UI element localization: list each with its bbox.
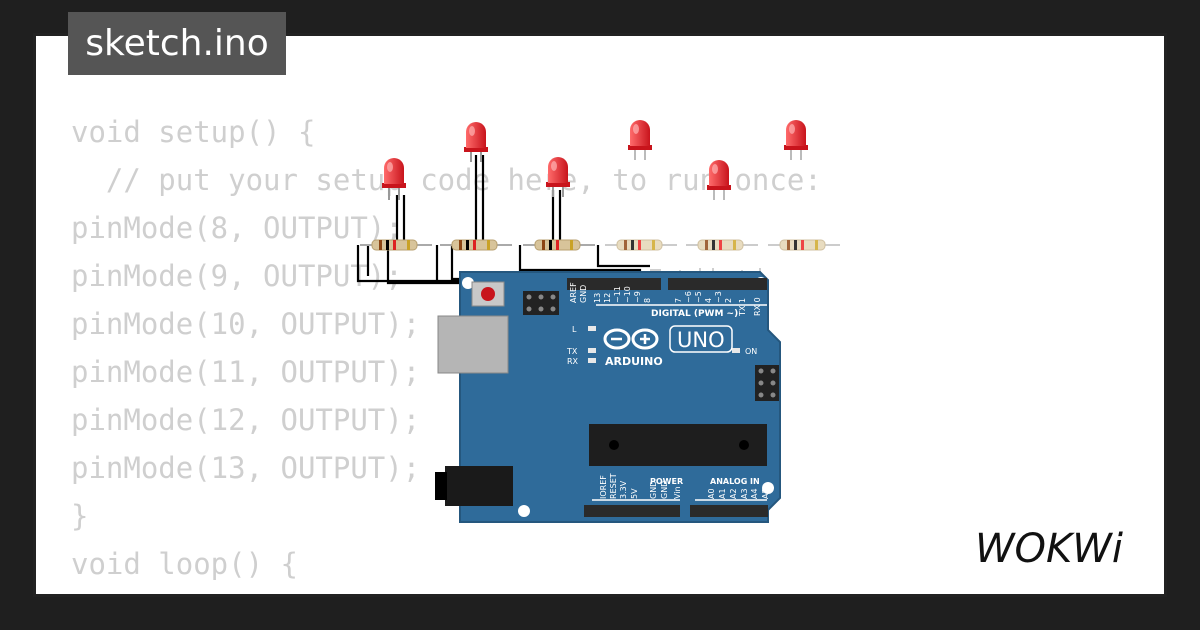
led-l-indicator: [588, 326, 596, 331]
on-label: ON: [745, 347, 757, 356]
code-line: pinMode(8, OUTPUT);: [71, 211, 403, 245]
digital-section-label: DIGITAL (PWM ~): [651, 309, 738, 319]
led-rx-indicator: [588, 358, 596, 363]
pin-label: ~11: [613, 286, 622, 303]
analog-section-label: ANALOG IN: [710, 477, 760, 486]
pin-label: A0: [707, 488, 716, 499]
power-pin-labels: IOREF RESET 3.3V 5V GND GND Vin: [599, 473, 682, 499]
pin-label: AREF: [569, 282, 578, 303]
pin-label: ~10: [623, 286, 632, 303]
pin-label: 13: [593, 293, 602, 303]
code-line: // put your setup code here, to run once…: [71, 163, 822, 197]
tx-label: TX: [566, 347, 578, 356]
resistor[interactable]: [440, 239, 512, 251]
mounting-hole: [762, 482, 774, 494]
code-background: void setup() { // put your setup code he…: [71, 108, 822, 588]
rx-label: RX: [567, 357, 579, 366]
pin-label: 2: [724, 298, 733, 303]
pin-label: GND: [649, 481, 658, 499]
pin-label: A1: [718, 488, 727, 499]
led-on-indicator: [732, 348, 740, 353]
atmega-chip: [589, 424, 767, 466]
code-line: pinMode(10, OUTPUT);: [71, 307, 421, 341]
pin-label: Vin: [673, 486, 682, 499]
resistor[interactable]: [360, 239, 432, 251]
led-red[interactable]: [546, 157, 570, 197]
mounting-hole: [518, 505, 530, 517]
pin-label: 8: [643, 298, 652, 303]
digital-header-right[interactable]: [668, 278, 767, 290]
mounting-hole: [462, 277, 474, 289]
code-line: pinMode(9, OUTPUT);: [71, 259, 403, 293]
code-line: }: [71, 499, 89, 533]
icsp-header-2: [755, 365, 779, 401]
pin-label: ~6: [684, 291, 693, 303]
wokwi-wordmark: WOKWi: [975, 526, 1123, 572]
power-header[interactable]: [584, 505, 680, 517]
arduino-infinity-logo: [603, 328, 659, 350]
wokwi-logo: WOKWi: [975, 526, 1123, 572]
sketch-filename-label: sketch.ino: [68, 12, 286, 75]
reset-button[interactable]: [481, 287, 495, 301]
pin-label: A3: [740, 488, 749, 499]
pin-label: IOREF: [599, 475, 608, 499]
code-line: pinMode(13, OUTPUT);: [71, 451, 421, 485]
pin-label: 5V: [630, 488, 639, 499]
digital-header-left[interactable]: [567, 278, 661, 290]
code-line: void setup() {: [71, 115, 316, 149]
pin-label: 12: [603, 293, 612, 303]
pin-label: TX 1: [738, 298, 747, 317]
icsp-pins: [526, 294, 556, 312]
usb-port: [437, 315, 509, 374]
l-label: L: [572, 325, 577, 334]
led-red[interactable]: [464, 122, 488, 162]
arduino-wordmark: ARDUINO: [605, 355, 663, 368]
analog-pin-labels: A0 A1 A2 A3 A4 A5: [707, 488, 770, 499]
power-jack: [445, 466, 513, 506]
pin-label: 3.3V: [619, 480, 628, 499]
led-tx-indicator: [588, 348, 596, 353]
resistor[interactable]: [605, 239, 677, 251]
power-jack-tip: [435, 472, 447, 500]
resistor[interactable]: [686, 239, 758, 251]
pin-label: 4: [704, 298, 713, 303]
model-label: UNO: [677, 328, 725, 352]
pin-label: ~5: [694, 291, 703, 303]
pin-label: A5: [761, 488, 770, 499]
pin-label: GND: [660, 481, 669, 499]
pin-label: RX 0: [753, 297, 762, 316]
led-red[interactable]: [382, 158, 406, 200]
resistor[interactable]: [768, 239, 840, 251]
led-red[interactable]: [784, 120, 808, 160]
pin-label: 7: [674, 298, 683, 303]
arduino-uno-board[interactable]: AREF GND 13 12 ~11 ~10 ~9 8 7 ~6 ~5 4 ~3…: [435, 271, 781, 523]
analog-header[interactable]: [690, 505, 768, 517]
code-line: pinMode(12, OUTPUT);: [71, 403, 421, 437]
resistor[interactable]: [523, 239, 595, 251]
pin-label: A4: [750, 488, 759, 499]
pin-label: ~3: [714, 291, 723, 303]
led-red[interactable]: [628, 120, 652, 160]
digital-pin-labels: AREF GND 13 12 ~11 ~10 ~9 8 7 ~6 ~5 4 ~3…: [569, 282, 762, 317]
pin-label: A2: [729, 488, 738, 499]
led-red[interactable]: [707, 160, 731, 200]
pin-label: RESET: [609, 473, 618, 499]
pin-label: ~9: [633, 291, 642, 303]
power-section-label: POWER: [650, 477, 683, 486]
code-line: pinMode(11, OUTPUT);: [71, 355, 421, 389]
pin-label: GND: [579, 285, 588, 303]
code-line: void loop() {: [71, 547, 298, 581]
uno-badge: [669, 325, 733, 353]
